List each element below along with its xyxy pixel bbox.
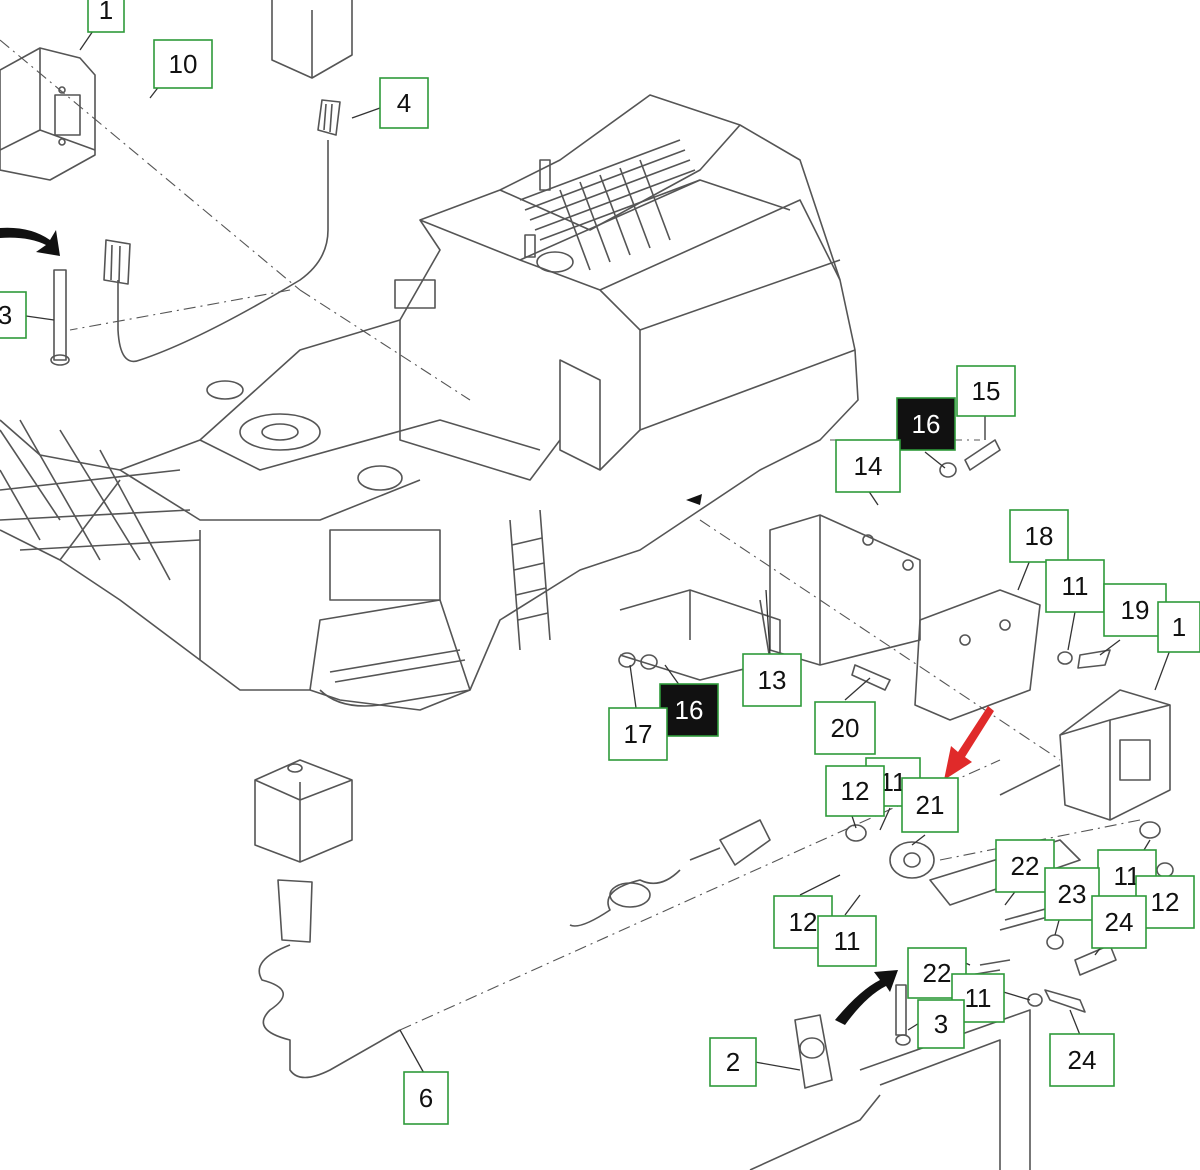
callout-number: 12: [1151, 887, 1180, 917]
callout-box: [896, 397, 956, 451]
callout-number: 3: [0, 300, 12, 330]
callout-box: [825, 765, 885, 817]
callout-13: 13: [742, 653, 802, 707]
callout-24: 24: [1091, 895, 1147, 949]
pointer-arrow-red: [944, 706, 994, 780]
callout-10: 10: [153, 39, 213, 89]
callout-2: 2: [709, 1037, 757, 1087]
callout-number: 22: [923, 958, 952, 988]
callout-number: 1: [99, 0, 113, 25]
callout-17: 17: [608, 707, 668, 761]
callout-4: 4: [379, 77, 429, 129]
callout-number: 2: [726, 1047, 740, 1077]
callout-box: [817, 915, 877, 967]
callout-number: 16: [675, 695, 704, 725]
adapter-plate: [914, 589, 1041, 721]
callout-number: 19: [1121, 595, 1150, 625]
callout-22: 22: [995, 839, 1055, 893]
callout-box: [917, 999, 965, 1049]
callout-number: 16: [912, 409, 941, 439]
callout-12: 12: [825, 765, 885, 817]
callout-number: 12: [789, 907, 818, 937]
sensor-box-top: [271, 0, 353, 79]
callout-number: 3: [934, 1009, 948, 1039]
curved-arrow-left: [0, 227, 60, 256]
construction-lines: [0, 39, 1141, 1031]
callout-3: 3: [917, 999, 965, 1049]
callout-box: [709, 1037, 757, 1087]
callout-number: 23: [1058, 879, 1087, 909]
road-paver-machine: [0, 94, 859, 711]
callout-number: 24: [1105, 907, 1134, 937]
machine-line-art: [0, 0, 1174, 1170]
connector-cable-lower: [569, 819, 771, 927]
callout-number: 4: [397, 88, 411, 118]
callout-box: [742, 653, 802, 707]
callout-1: 1: [87, 0, 125, 33]
callout-number: 11: [1062, 571, 1089, 601]
callout-19: 19: [1103, 583, 1167, 637]
callout-21: 21: [901, 777, 959, 833]
callout-number: 20: [831, 713, 860, 743]
callout-box: [1049, 1033, 1115, 1087]
callout-box: [0, 291, 27, 339]
callout-box: [379, 77, 429, 129]
callout-number: 21: [916, 790, 945, 820]
mounting-bracket: [619, 514, 921, 681]
callout-number: 15: [972, 376, 1001, 406]
callout-1: 1: [1157, 601, 1200, 653]
callout-number: 11: [965, 983, 992, 1013]
connector-cable-top: [103, 99, 341, 363]
callout-box: [608, 707, 668, 761]
callout-number: 12: [841, 776, 870, 806]
callout-number: 17: [624, 719, 653, 749]
callout-box: [956, 365, 1016, 417]
control-box-right: [999, 689, 1171, 821]
callout-number: 13: [758, 665, 787, 695]
callout-number: 18: [1025, 521, 1054, 551]
direction-arrows: [0, 227, 994, 1025]
callout-18: 18: [1009, 509, 1069, 563]
callout-box: [153, 39, 213, 89]
callout-number: 6: [419, 1083, 433, 1113]
small-arrow-bracket: [686, 494, 702, 505]
curved-arrow-lower: [835, 970, 898, 1025]
callout-16: 16: [896, 397, 956, 451]
lower-frame: [749, 984, 1031, 1170]
callout-number: 22: [1011, 851, 1040, 881]
callout-20: 20: [814, 701, 876, 755]
callout-6: 6: [403, 1071, 449, 1125]
callout-box: [403, 1071, 449, 1125]
callout-box: [835, 439, 901, 493]
callout-box: [87, 0, 125, 33]
callout-number: 24: [1068, 1045, 1097, 1075]
callout-box: [1045, 559, 1105, 613]
callout-box: [659, 683, 719, 737]
callout-24: 24: [1049, 1033, 1115, 1087]
callout-box: [901, 777, 959, 833]
control-box-top-left: [0, 47, 96, 181]
callout-box: [814, 701, 876, 755]
callout-number: 14: [854, 451, 883, 481]
callout-11: 11: [1045, 559, 1105, 613]
callout-box: [1044, 867, 1100, 921]
sensor-box-lower: [254, 759, 401, 1079]
callout-number: 11: [834, 926, 861, 956]
callout-23: 23: [1044, 867, 1100, 921]
callout-box: [1009, 509, 1069, 563]
callout-11: 11: [817, 915, 877, 967]
callout-3: 3: [0, 291, 27, 339]
callout-16: 16: [659, 683, 719, 737]
callout-box: [1091, 895, 1147, 949]
callout-14: 14: [835, 439, 901, 493]
bolt-left: [50, 269, 70, 366]
callout-box: [1103, 583, 1167, 637]
callout-15: 15: [956, 365, 1016, 417]
callout-number: 1: [1172, 612, 1186, 642]
callout-box: [1157, 601, 1200, 653]
callout-number: 10: [169, 49, 198, 79]
